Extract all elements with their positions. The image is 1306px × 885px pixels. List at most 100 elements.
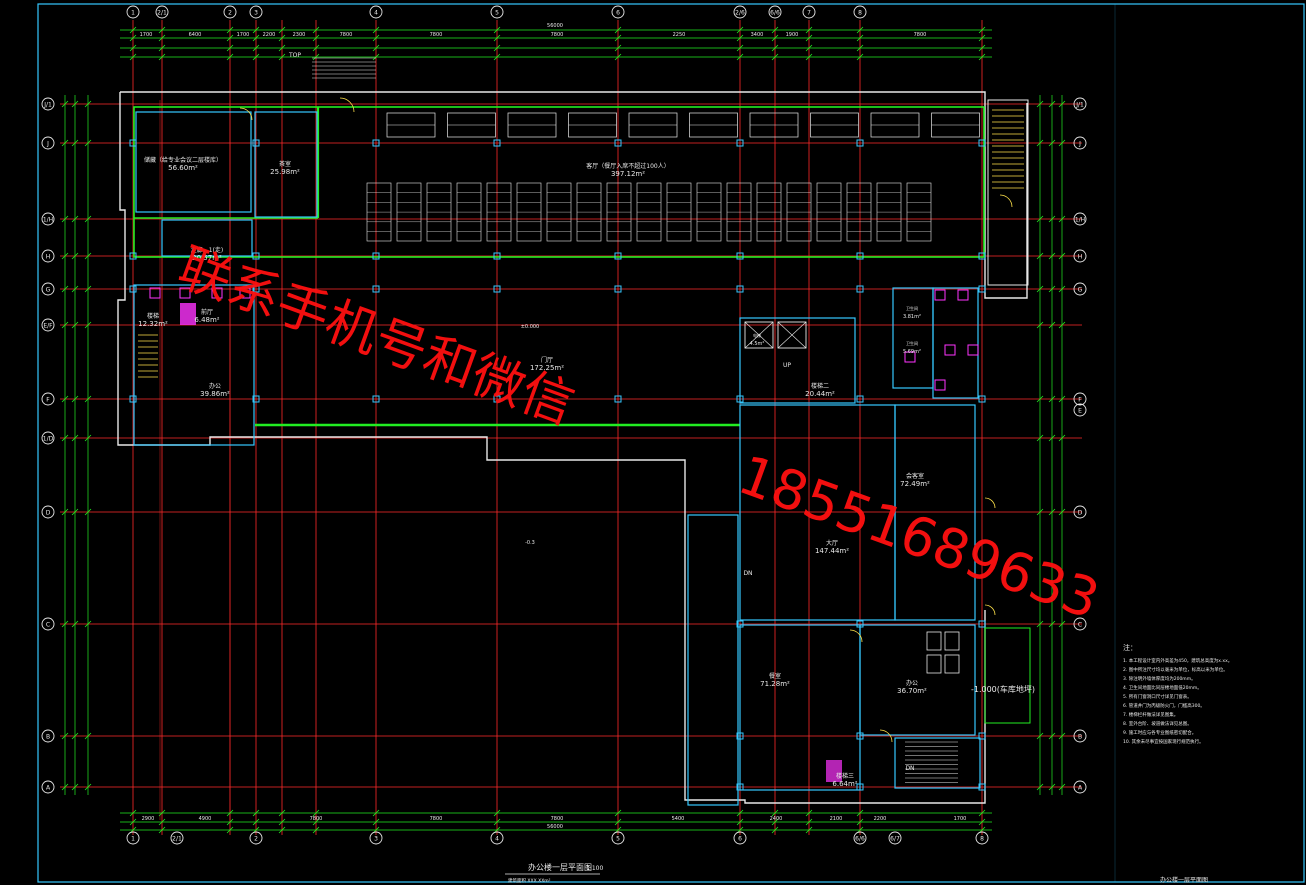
structural-column xyxy=(978,139,986,147)
dimension-tick xyxy=(614,809,622,817)
plumbing-fixture xyxy=(967,344,979,356)
structural-column xyxy=(856,395,864,403)
room-area: 5.69m² xyxy=(903,349,921,355)
axis-bubble-top-circle xyxy=(223,5,237,19)
dimension-text-top: 1900 xyxy=(786,32,799,38)
note-line: 5. 所有门窗洞口尺寸详见门窗表。 xyxy=(1123,693,1192,700)
dimension-tick xyxy=(1036,100,1044,108)
note-line: 1. 本工程设计室内外高差为450，建筑总高度为x.xx。 xyxy=(1123,657,1232,664)
structural-column xyxy=(736,285,744,293)
dimension-text-top: 2300 xyxy=(293,32,306,38)
axis-bubble-top: 4 xyxy=(374,10,378,17)
axis-bubble-bottom-circle xyxy=(170,831,184,845)
axis-bubble-top-circle xyxy=(126,5,140,19)
axis-bubble-bottom-circle xyxy=(975,831,989,845)
structural-column xyxy=(736,732,744,740)
dimension-text-bottom: 7800 xyxy=(551,816,564,822)
axis-bubble-right-circle xyxy=(1073,505,1087,519)
dimension-tick xyxy=(1048,139,1056,147)
dimension-tick xyxy=(61,215,69,223)
dimension-tick xyxy=(226,809,234,817)
room-name: 办公 xyxy=(906,679,918,687)
dimension-tick xyxy=(278,26,286,34)
structural-column xyxy=(129,285,137,293)
notes-title: 注： xyxy=(1123,643,1137,652)
dimension-tick xyxy=(61,783,69,791)
axis-bubble-right-circle xyxy=(1073,97,1087,111)
axis-bubble-left: C xyxy=(46,622,50,629)
room-area: 6.48m² xyxy=(194,316,219,324)
dimension-tick xyxy=(1048,783,1056,791)
dimension-tick xyxy=(71,285,79,293)
dimension-text-top: 7800 xyxy=(430,32,443,38)
structural-column xyxy=(614,285,622,293)
axis-bubble-left-circle xyxy=(41,431,55,445)
dimension-tick xyxy=(736,818,744,826)
stair-three xyxy=(894,737,981,789)
watermark-phone: 18551689633 xyxy=(731,443,1108,631)
axis-bubble-left: D xyxy=(46,510,51,517)
structural-column xyxy=(372,139,380,147)
dimension-tick xyxy=(1058,508,1066,516)
room-area: 72.49m² xyxy=(900,480,930,488)
dimension-tick xyxy=(978,818,986,826)
dimension-tick xyxy=(226,53,234,61)
dimension-tick xyxy=(61,100,69,108)
dimension-tick xyxy=(771,809,779,817)
axis-bubble-top-circle xyxy=(155,5,169,19)
structural-column xyxy=(736,139,744,147)
drawing-subtitle: 建筑面积 XXX.XXm² xyxy=(508,877,551,884)
door-swing xyxy=(849,629,863,643)
axis-bubble-bottom: 4 xyxy=(495,836,499,843)
dimension-tick xyxy=(1058,395,1066,403)
dimension-tick xyxy=(158,26,166,34)
dimension-text-bottom: 7800 xyxy=(310,816,323,822)
shaft-fill xyxy=(826,760,842,782)
dimension-tick xyxy=(771,818,779,826)
axis-bubble-bottom-circle xyxy=(733,831,747,845)
dimension-tick xyxy=(158,809,166,817)
dimension-tick xyxy=(61,285,69,293)
axis-bubble-left: J xyxy=(46,141,49,148)
dimension-text-top: 7800 xyxy=(340,32,353,38)
structural-column xyxy=(372,252,380,260)
structural-column xyxy=(252,285,260,293)
stair-label: DN xyxy=(905,765,914,772)
dimension-tick xyxy=(1048,100,1056,108)
dimension-tick xyxy=(805,34,813,42)
room-name: 楼梯 xyxy=(147,312,159,320)
structural-column xyxy=(614,139,622,147)
dimension-tick xyxy=(1048,285,1056,293)
dimension-tick xyxy=(1058,252,1066,260)
dimension-tick xyxy=(1058,434,1066,442)
dimension-tick xyxy=(736,34,744,42)
room-name: 餐室 xyxy=(769,672,781,680)
dimension-tick xyxy=(84,434,92,442)
dimension-tick xyxy=(1048,434,1056,442)
axis-bubble-right-circle xyxy=(1073,403,1087,417)
dimension-text-top: 2200 xyxy=(263,32,276,38)
dimension-tick xyxy=(84,215,92,223)
door-swing xyxy=(999,194,1013,208)
drawing-scale: 1:100 xyxy=(586,865,603,872)
axis-bubble-right: D xyxy=(1078,510,1083,517)
axis-bubble-top: 6/6 xyxy=(770,10,780,17)
dimension-tick xyxy=(1058,215,1066,223)
dimension-tick xyxy=(61,139,69,147)
dimension-tick xyxy=(158,826,166,834)
dimension-tick xyxy=(978,53,986,61)
dimension-tick xyxy=(372,809,380,817)
axis-grid-lines xyxy=(60,20,1082,835)
axis-bubble-left: 1/H xyxy=(43,217,53,224)
dimension-tick xyxy=(1058,285,1066,293)
toilet-b xyxy=(932,287,979,399)
structural-column xyxy=(614,252,622,260)
axis-bubble-top-circle xyxy=(733,5,747,19)
dimension-tick xyxy=(493,809,501,817)
axis-bubble-left: E/F xyxy=(43,323,53,330)
dimension-tick xyxy=(1036,215,1044,223)
east-wing-wall xyxy=(687,514,739,806)
